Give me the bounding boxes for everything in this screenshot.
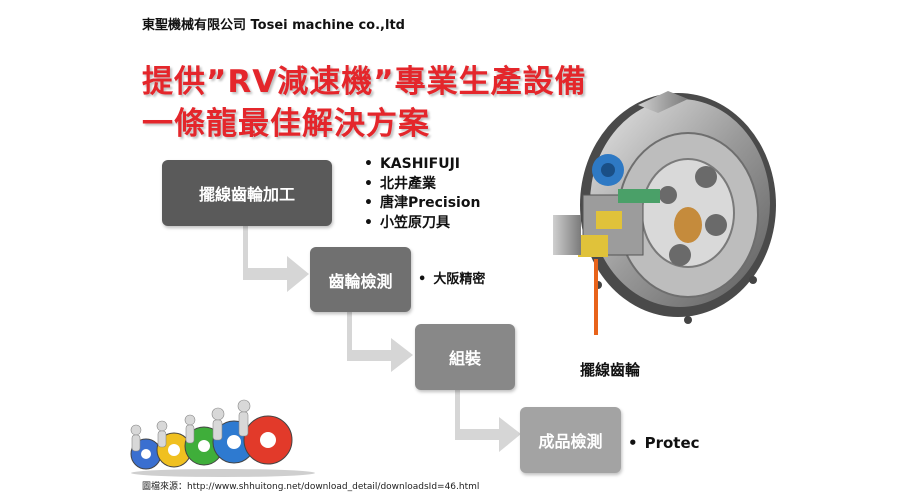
arrow-step3-to-step4 bbox=[455, 390, 521, 452]
arrow-step2-to-step3 bbox=[347, 312, 413, 372]
rv-reducer-cutaway-icon bbox=[553, 91, 776, 359]
teamwork-gears-icon bbox=[130, 399, 315, 477]
step-gear-inspection: 齒輪檢測 bbox=[310, 247, 411, 312]
vendor-item: KASHIFUJI bbox=[364, 155, 480, 175]
vendor-item: 小笠原刀具 bbox=[364, 214, 480, 234]
vendor-item: 大阪精密 bbox=[418, 270, 485, 290]
rv-reducer-illustration bbox=[538, 85, 778, 359]
step-final-inspection: 成品檢測 bbox=[520, 407, 621, 473]
arrow-step1-to-step2 bbox=[243, 226, 309, 292]
pointer-line bbox=[594, 259, 598, 359]
image-source-note: 圖檔來源：http://www.shhuitong.net/download_d… bbox=[142, 482, 480, 492]
vendor-item: 唐津Precision bbox=[364, 194, 480, 214]
company-header: 東聖機械有限公司 Tosei machine co.,ltd bbox=[142, 18, 405, 33]
vendor-item: 北井產業 bbox=[364, 175, 480, 195]
cycloid-gear-callout: 擺線齒輪 bbox=[580, 361, 641, 379]
step4-vendor-list: Protec bbox=[628, 434, 700, 454]
step-assembly: 組裝 bbox=[415, 324, 515, 390]
slide-title-line-2: 一條龍最佳解決方案 bbox=[142, 106, 430, 142]
step2-vendor-list: 大阪精密 bbox=[418, 270, 485, 290]
vendor-item: Protec bbox=[628, 434, 700, 454]
step1-vendor-list: KASHIFUJI 北井產業 唐津Precision 小笠原刀具 bbox=[364, 155, 480, 233]
step-gear-machining: 擺線齒輪加工 bbox=[162, 160, 332, 226]
slide-title-line-1: 提供”RV減速機”專業生產設備 bbox=[142, 64, 587, 100]
